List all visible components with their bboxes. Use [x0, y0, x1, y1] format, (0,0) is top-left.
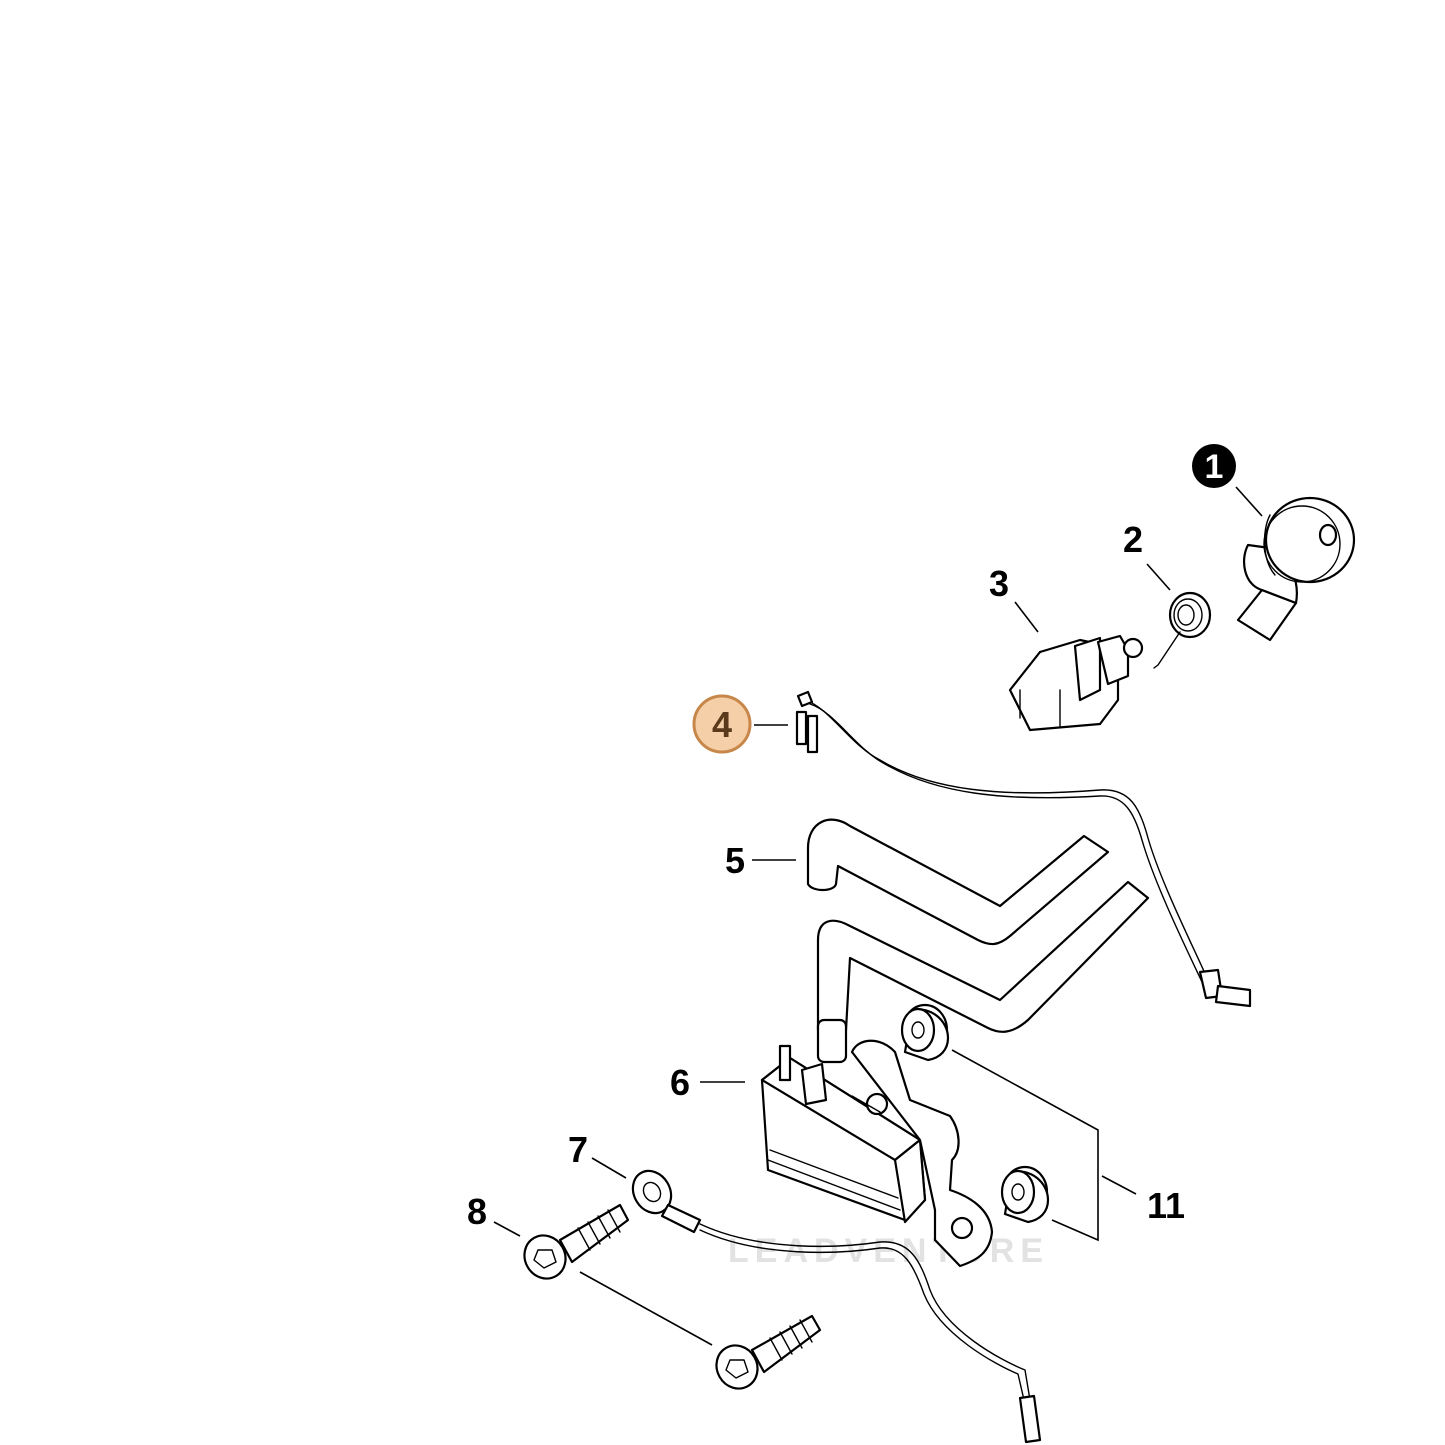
part-2-spring[interactable] [1153, 591, 1212, 669]
callout-6[interactable]: 6 [670, 1062, 690, 1103]
callout-4[interactable]: 4 [692, 694, 752, 754]
callout-4-highlight [692, 694, 752, 754]
part-6-ignition-module[interactable] [760, 1018, 994, 1268]
part-1-switch-knob[interactable] [1236, 496, 1356, 642]
part-11-spacers[interactable] [900, 1003, 1099, 1242]
callout-11[interactable]: 11 [1147, 1185, 1185, 1226]
callout-7[interactable]: 7 [568, 1129, 588, 1170]
svg-text:1: 1 [1205, 448, 1224, 486]
callout-5[interactable]: 5 [725, 840, 745, 881]
part-8-screws[interactable] [517, 1203, 822, 1396]
part-4-short-circuit-wire[interactable] [795, 690, 1252, 1008]
svg-text:4: 4 [712, 704, 732, 745]
leader-8 [493, 1221, 521, 1237]
part-7-ground-wire[interactable] [625, 1164, 1042, 1444]
leader-3 [1014, 601, 1039, 633]
callout-2[interactable]: 2 [1123, 519, 1143, 560]
part-3-switch[interactable] [1008, 634, 1144, 732]
leader-1 [1235, 486, 1263, 517]
callout-1[interactable]: 1 [1192, 444, 1236, 488]
leader-11 [1101, 1175, 1137, 1195]
part-5-hose[interactable] [806, 818, 1150, 1033]
callout-8[interactable]: 8 [467, 1191, 487, 1232]
leader-2 [1146, 563, 1171, 591]
leader-7 [591, 1157, 627, 1179]
watermark: LEADVENTURE [728, 1232, 1049, 1270]
callout-3[interactable]: 3 [989, 563, 1009, 604]
